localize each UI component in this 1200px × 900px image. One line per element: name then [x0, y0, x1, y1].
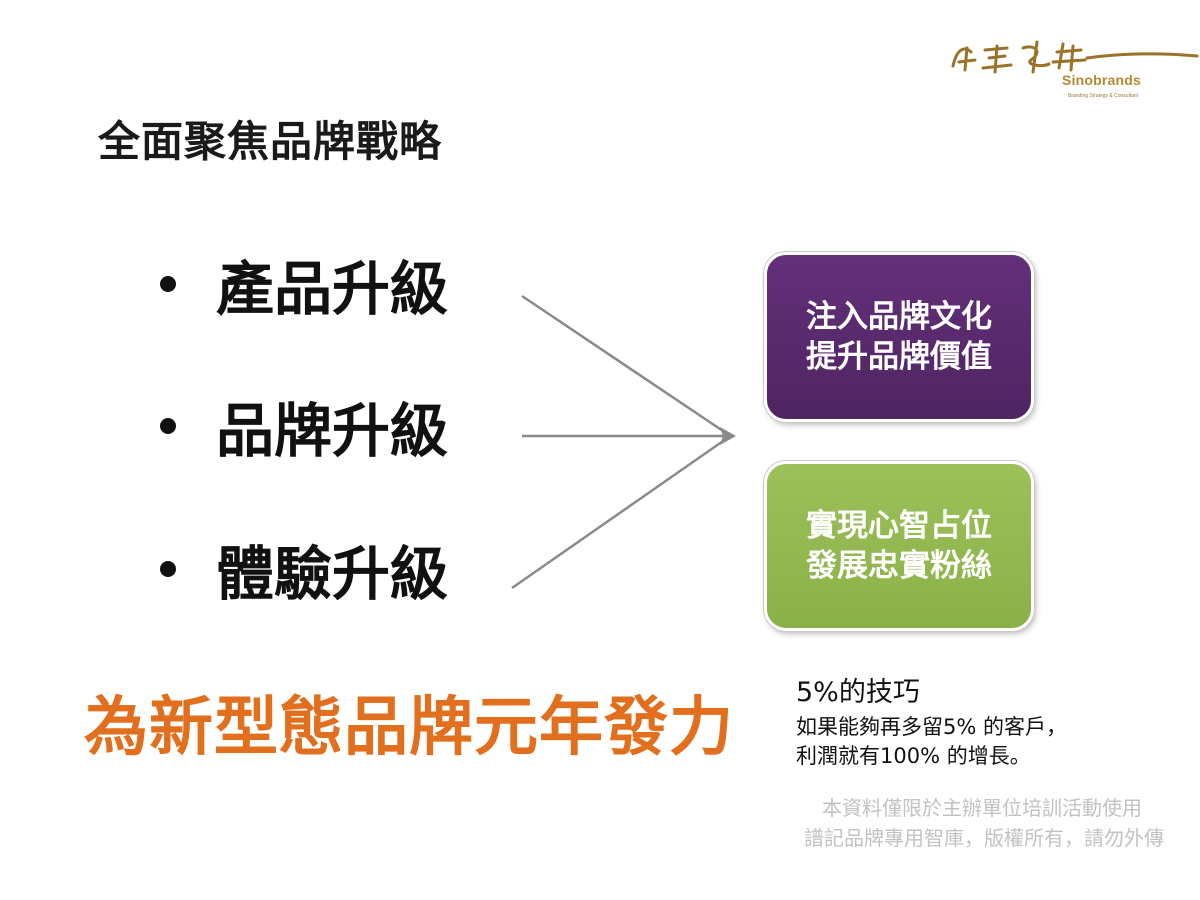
box-line: 提升品牌價值 — [806, 339, 992, 375]
tip-title: 5%的技巧 — [796, 677, 920, 708]
sinobrands-logo: Sinobrands Branding Strategy & Consultan… — [945, 38, 1200, 106]
box-line: 實現心智占位 — [806, 508, 992, 544]
bullet-dot-icon — [160, 561, 176, 577]
bullet-dot-icon — [160, 276, 176, 292]
arrow-head-icon — [720, 427, 736, 445]
mind-share-box: 實現心智占位 發展忠實粉絲 — [764, 461, 1034, 631]
bullet-dot-icon — [160, 418, 176, 434]
logo-signature-icon — [951, 40, 1199, 74]
box-line: 注入品牌文化 — [806, 299, 992, 335]
slogan: 為新型態品牌元年發力 — [84, 691, 734, 765]
tip-line: 如果能夠再多留5% 的客戶， — [796, 715, 1067, 739]
slide-title: 全面聚焦品牌戰略 — [98, 117, 443, 166]
footer-disclaimer-line: 本資料僅限於主辦單位培訓活動使用 — [822, 796, 1142, 820]
tip-line: 利潤就有100% 的增長。 — [796, 744, 1031, 768]
arrow-line-bottom — [511, 437, 727, 590]
box-line: 發展忠實粉絲 — [806, 548, 992, 584]
arrow-line-top — [521, 294, 727, 435]
footer-disclaimer-line: 譜記品牌專用智庫，版權所有，請勿外傳 — [804, 826, 1164, 850]
bullet-label: 體驗升級 — [216, 540, 449, 608]
bullet-label: 產品升級 — [216, 255, 449, 323]
bullet-label: 品牌升級 — [216, 397, 449, 465]
logo-tagline: Branding Strategy & Consultant — [1068, 93, 1139, 99]
logo-name: Sinobrands — [1062, 72, 1142, 88]
brand-value-box: 注入品牌文化 提升品牌價值 — [764, 252, 1034, 422]
